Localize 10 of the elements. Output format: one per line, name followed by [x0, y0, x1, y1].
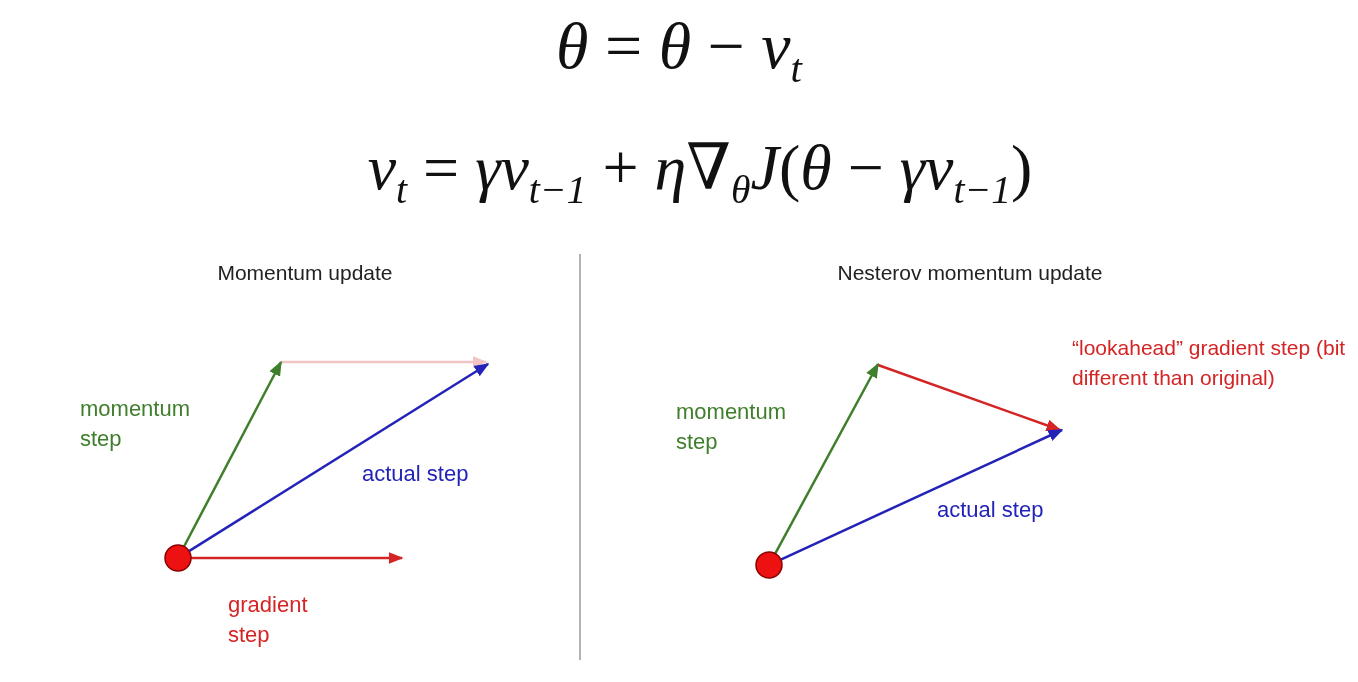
annotation-text: “lookahead” gradient step (bit different than original): [1072, 335, 1347, 391]
equation: v$_{t}$ = γv$_{t−1}$ + η∇$_{θ}$J(θ − γv$_{t−1}$): [366, 133, 1034, 213]
arrow: [780, 428, 1064, 561]
equation: θ = θ − v$_{t}$: [555, 10, 804, 92]
arrow: [774, 362, 880, 555]
arrow: [182, 360, 283, 548]
panel-title: Nesterov momentum update: [836, 260, 1104, 286]
arrow: [191, 552, 404, 564]
arrow: [188, 362, 490, 553]
panel-title: Momentum update: [216, 260, 394, 286]
